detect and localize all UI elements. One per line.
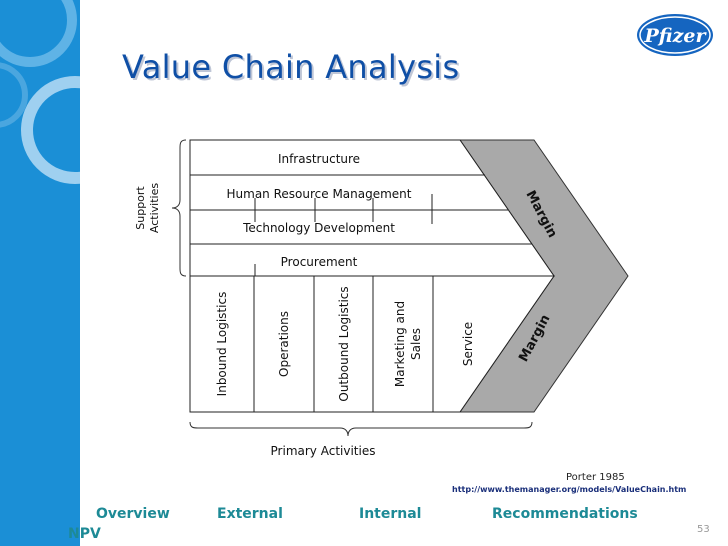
support-activity-label: Human Resource Management — [227, 187, 412, 201]
nav-overview-link[interactable]: Overview — [96, 506, 170, 522]
nav-npv-link[interactable]: NPV — [68, 526, 101, 542]
support-label-line1: Support — [134, 186, 147, 230]
support-label-line2: Activities — [148, 183, 161, 233]
support-activity-label: Technology Development — [242, 221, 395, 235]
page-number: 53 — [697, 524, 710, 535]
support-activity-label: Procurement — [281, 255, 358, 269]
primary-activity-label: Outbound Logistics — [337, 286, 351, 401]
sidebar-circles-graphic — [0, 0, 80, 184]
logo-text: Pfizer — [644, 25, 708, 47]
primary-activity-label: Inbound Logistics — [215, 292, 229, 397]
decorative-sidebar — [0, 0, 80, 546]
primary-activity-label: Sales — [409, 328, 423, 360]
support-activity-label: Infrastructure — [278, 152, 360, 166]
primary-brace — [189, 421, 533, 437]
primary-activities-label: Primary Activities — [271, 444, 376, 458]
source-citation-author: Porter 1985 — [566, 472, 625, 483]
nav-external-link[interactable]: External — [217, 506, 283, 522]
source-url-link[interactable]: http://www.themanager.org/models/ValueCh… — [452, 485, 687, 494]
nav-internal-link[interactable]: Internal — [359, 506, 422, 522]
nav-recommendations-link[interactable]: Recommendations — [492, 506, 638, 522]
primary-activity-label: Operations — [277, 311, 291, 377]
pfizer-logo: Pfizer — [637, 14, 713, 56]
primary-activity-label: Marketing and — [393, 301, 407, 387]
primary-activity-label: Service — [461, 322, 475, 366]
value-chain-diagram: Infrastructure Human Resource Management… — [134, 139, 629, 458]
support-brace — [171, 139, 187, 277]
page-title: Value Chain Analysis — [122, 48, 460, 86]
